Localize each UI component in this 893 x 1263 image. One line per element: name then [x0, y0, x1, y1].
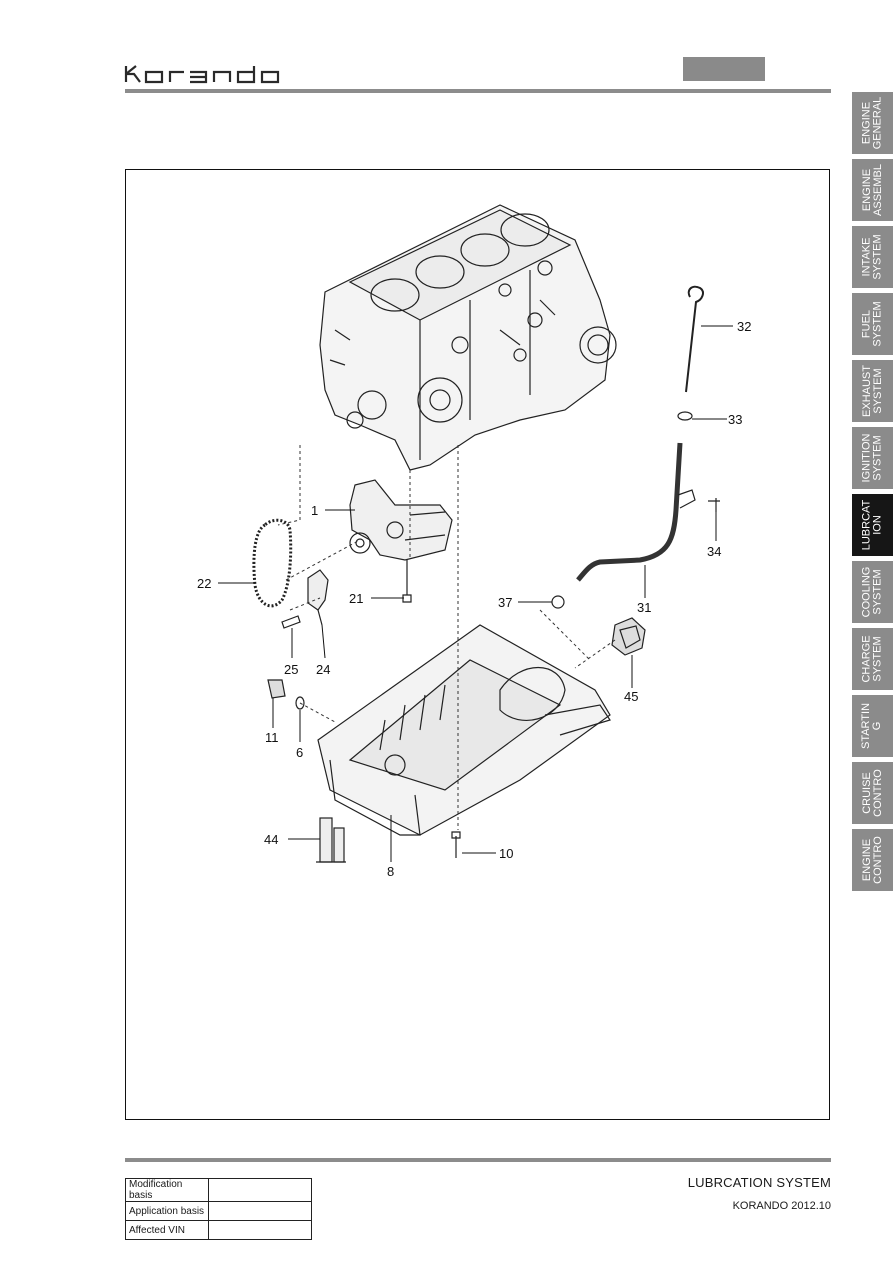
- tab-engine-general[interactable]: ENGINE GENERAL: [852, 92, 893, 154]
- tab-fuel-system[interactable]: FUEL SYSTEM: [852, 293, 893, 355]
- callout-37: 37: [498, 595, 512, 610]
- bolt-10-illustration: [451, 831, 461, 858]
- tab-label: ENGINE CONTRO: [860, 836, 884, 884]
- diagram-frame: [125, 169, 830, 1120]
- tab-cruise-control[interactable]: CRUISE CONTRO: [852, 762, 893, 824]
- callout-11: 11: [265, 730, 279, 745]
- tab-charge-system[interactable]: CHARGE SYSTEM: [852, 628, 893, 690]
- table-row: Affected VIN: [125, 1220, 312, 1240]
- header-divider: [125, 89, 831, 93]
- tab-label: FUEL SYSTEM: [860, 301, 884, 347]
- callout-8: 8: [387, 864, 394, 879]
- engine-block-illustration: [319, 204, 617, 471]
- bolt-21-illustration: [402, 560, 412, 603]
- tab-label: IGNITION SYSTEM: [860, 433, 884, 483]
- tab-label: STARTIN G: [860, 702, 884, 750]
- dipstick-illustration: [685, 285, 704, 393]
- tab-label: EXHAUST SYSTEM: [860, 365, 884, 417]
- tab-label: LUBRCAT ION: [860, 499, 884, 551]
- exploded-parts-diagram: 1 22 21 25 24 11 6 44 8 10 32 33 34 31 3…: [197, 204, 751, 879]
- bolt-34-illustration: [708, 498, 720, 512]
- tab-label: INTAKE SYSTEM: [860, 234, 884, 280]
- washer-6-illustration: [295, 696, 305, 710]
- application-basis-label: Application basis: [125, 1201, 209, 1221]
- callout-31: 31: [637, 600, 651, 615]
- callout-6: 6: [296, 745, 303, 760]
- drain-plug-illustration: [267, 679, 286, 699]
- footer-divider: [125, 1158, 831, 1162]
- modification-basis-label: Modification basis: [125, 1178, 209, 1202]
- callout-21: 21: [349, 591, 363, 606]
- tab-engine-control[interactable]: ENGINE CONTRO: [852, 829, 893, 891]
- affected-vin-label: Affected VIN: [125, 1220, 209, 1240]
- tab-starting[interactable]: STARTIN G: [852, 695, 893, 757]
- oil-pump-illustration: [349, 479, 453, 561]
- tab-lubrication[interactable]: LUBRCAT ION: [852, 494, 893, 556]
- timing-chain-illustration: [252, 518, 293, 608]
- o-ring-37-illustration: [551, 595, 565, 609]
- application-basis-value: [208, 1201, 312, 1221]
- callout-25: 25: [284, 662, 298, 677]
- gasket-45-illustration: [611, 617, 646, 656]
- callout-32: 32: [737, 319, 751, 334]
- tab-label: ENGINE GENERAL: [860, 96, 884, 150]
- callout-22: 22: [197, 576, 211, 591]
- oil-pan-illustration: [317, 624, 611, 836]
- o-ring-33-illustration: [677, 411, 693, 421]
- section-title: LUBRCATION SYSTEM: [687, 1175, 831, 1190]
- callout-1: 1: [311, 503, 318, 518]
- callout-44: 44: [264, 832, 278, 847]
- oil-filter-illustration: [316, 817, 346, 863]
- tab-label: ENGINE ASSEMBL: [860, 164, 884, 216]
- tensioner-illustration: [307, 569, 329, 611]
- callout-45: 45: [624, 689, 638, 704]
- affected-vin-value: [208, 1220, 312, 1240]
- table-row: Application basis: [125, 1201, 312, 1221]
- tab-exhaust-system[interactable]: EXHAUST SYSTEM: [852, 360, 893, 422]
- table-row: Modification basis: [125, 1178, 312, 1202]
- tab-label: CHARGE SYSTEM: [860, 635, 884, 683]
- header-page-box: [683, 57, 765, 81]
- tab-label: COOLING SYSTEM: [860, 566, 884, 618]
- callout-10: 10: [499, 846, 513, 861]
- tab-label: CRUISE CONTRO: [860, 769, 884, 817]
- modification-basis-value: [208, 1178, 312, 1202]
- dipstick-tube-illustration: [576, 442, 683, 582]
- tab-engine-assembly[interactable]: ENGINE ASSEMBL: [852, 159, 893, 221]
- pin-25-illustration: [281, 615, 301, 629]
- callout-34: 34: [707, 544, 721, 559]
- callout-33: 33: [728, 412, 742, 427]
- tab-cooling-system[interactable]: COOLING SYSTEM: [852, 561, 893, 623]
- callout-24: 24: [316, 662, 330, 677]
- tab-intake-system[interactable]: INTAKE SYSTEM: [852, 226, 893, 288]
- model-edition: KORANDO 2012.10: [732, 1200, 831, 1212]
- tab-ignition-system[interactable]: IGNITION SYSTEM: [852, 427, 893, 489]
- basis-table: Modification basis Application basis Aff…: [125, 1178, 312, 1240]
- korando-logo: [124, 65, 280, 84]
